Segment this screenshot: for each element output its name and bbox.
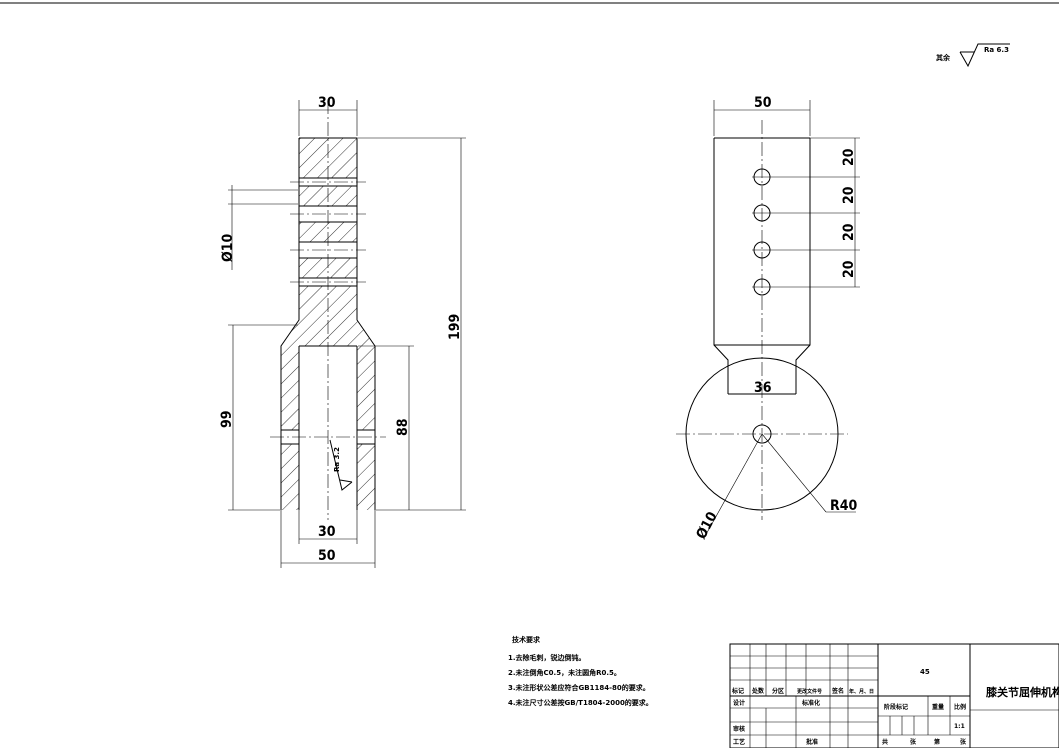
title-h-docno: 更改文件号 — [797, 688, 822, 695]
left-roughness-inner: Ra 3.2 — [333, 447, 341, 472]
title-h-sign: 签名 — [831, 687, 844, 695]
title-part-name: 膝关节屈伸机构 — [986, 685, 1059, 699]
title-page: 第 — [933, 738, 940, 746]
title-h-mark: 标记 — [731, 687, 744, 695]
title-check: 审核 — [733, 725, 745, 733]
title-design: 设计 — [733, 699, 745, 707]
right-front-view: 50 20 20 20 20 36 R40 Ø10 — [676, 95, 860, 542]
left-dim-bore-depth: 88 — [395, 418, 411, 436]
title-sheets: 张 — [910, 738, 917, 746]
title-standardize: 标准化 — [801, 699, 820, 707]
title-block: 45 膝关节屈伸机构 标记 处数 分区 更改文件号 签名 年、月、日 设计 标准… — [729, 643, 1059, 748]
title-h-date: 年、月、日 — [849, 688, 874, 695]
left-dim-hole-dia: Ø10 — [220, 234, 236, 262]
right-dim-radius: R40 — [830, 498, 857, 514]
title-scale-label: 比例 — [954, 703, 966, 711]
right-dim-pitch-4: 20 — [841, 260, 857, 278]
tech-req-item-4: 4.未注尺寸公差按GB/T1804-2000的要求。 — [508, 698, 653, 707]
right-dim-neck-width: 36 — [754, 380, 772, 396]
right-dim-pitch-3: 20 — [841, 223, 857, 241]
tech-req-item-1: 1.去除毛刺，锐边倒钝。 — [508, 653, 586, 662]
title-material: 45 — [920, 668, 930, 676]
title-weight: 重量 — [932, 703, 944, 711]
right-dim-hole-dia: Ø10 — [693, 509, 720, 542]
right-dim-pitch-2: 20 — [841, 186, 857, 204]
left-dim-top-width: 30 — [318, 95, 336, 111]
left-dim-lower-height: 99 — [219, 410, 235, 428]
tech-req-title: 技术要求 — [512, 635, 541, 644]
left-dim-total-height: 199 — [447, 314, 463, 340]
left-dim-bottom-width: 50 — [318, 548, 336, 564]
tech-req-item-2: 2.未注倒角C0.5，未注圆角R0.5。 — [508, 668, 621, 677]
tech-requirements: 技术要求 1.去除毛刺，锐边倒钝。 2.未注倒角C0.5，未注圆角R0.5。 3… — [508, 635, 653, 707]
title-approve: 批准 — [806, 738, 818, 746]
title-process: 工艺 — [733, 738, 745, 746]
title-scale-value: 1:1 — [954, 723, 965, 730]
title-stage-mark: 阶段标记 — [884, 703, 908, 711]
roughness-value: Ra 6.3 — [984, 46, 1009, 54]
roughness-other-label: 其余 — [936, 53, 951, 62]
tech-req-item-3: 3.未注形状公差应符合GB1184-80的要求。 — [508, 683, 650, 692]
surface-roughness-note: 其余 Ra 6.3 — [936, 43, 1010, 68]
title-total: 共 — [882, 738, 888, 746]
right-dim-pitch-1: 20 — [841, 148, 857, 166]
title-h-zone: 分区 — [772, 687, 784, 695]
title-h-count: 处数 — [751, 687, 765, 695]
left-dim-bore-width: 30 — [318, 524, 336, 540]
title-sheets2: 张 — [960, 738, 967, 746]
left-section-view: 30 Ø10 199 99 88 30 50 Ra 3.2 — [219, 95, 466, 568]
right-dim-top-width: 50 — [754, 95, 772, 111]
